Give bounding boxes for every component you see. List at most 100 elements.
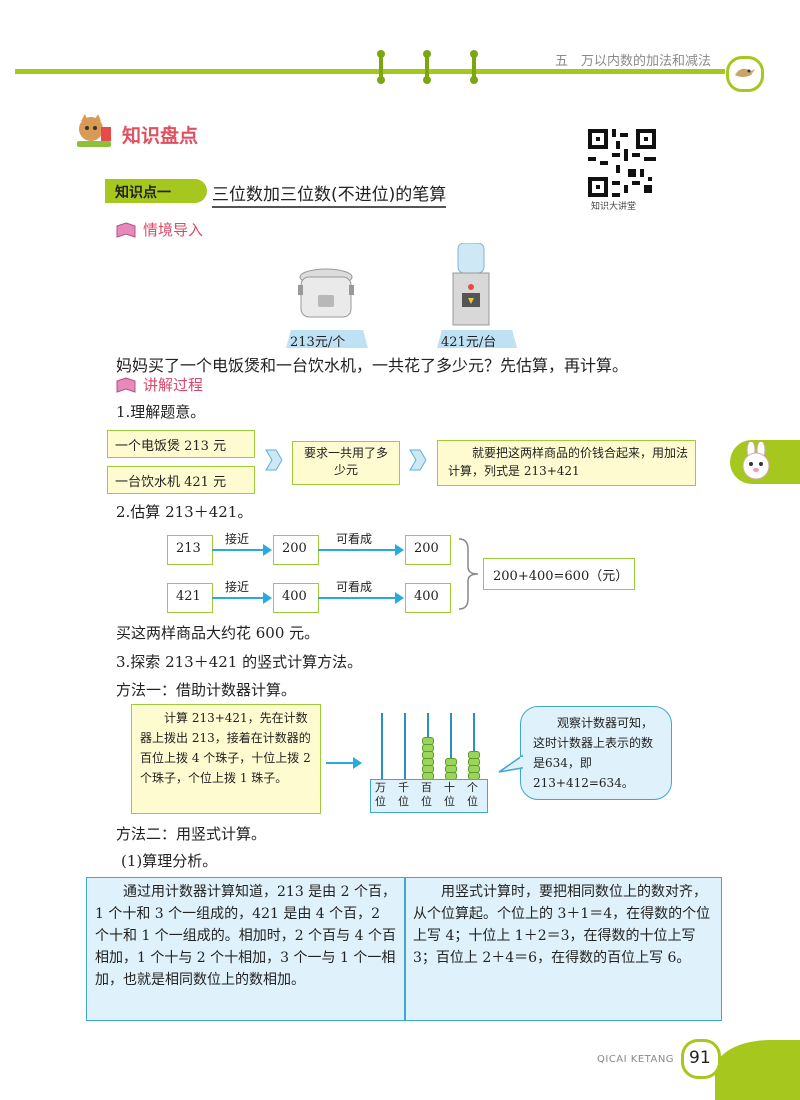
abacus: 万位 千位 百位 十位 个位 xyxy=(370,713,488,813)
analysis-title: (1)算理分析。 xyxy=(121,852,218,870)
knowledge-point-title: 三位数加三位数(不进位)的笔算 xyxy=(212,180,447,208)
est-box-400a: 400 xyxy=(273,583,319,613)
estimate-sum: 200+400=600（元） xyxy=(493,569,629,584)
est-start-1: 213 xyxy=(176,541,201,556)
knowledge-point-label-text: 知识点一 xyxy=(115,185,171,201)
step2-title: 2.估算 213＋421。 xyxy=(116,503,253,521)
abacus-rod-wan xyxy=(381,713,383,779)
near-label-2: 接近 xyxy=(225,580,250,594)
abacus-rod-qian xyxy=(404,713,406,779)
abacus-bead[interactable] xyxy=(468,758,480,766)
analysis-divider xyxy=(404,878,406,1020)
abacus-label-ge: 个位 xyxy=(467,781,478,808)
as-label-2: 可看成 xyxy=(336,580,373,594)
footer-swoosh xyxy=(715,1040,800,1100)
method1-title: 方法一：借助计数器计算。 xyxy=(116,681,297,699)
analysis-box: 通过用计数器计算知道，213 是由 2 个百，1 个十和 3 个一组成的，421… xyxy=(86,877,722,1021)
observe-bubble: 观察计数器可知，这时计数器上表示的数是634，即 213+412=634。 xyxy=(520,706,672,800)
est-result-1: 200 xyxy=(414,541,439,556)
abacus-bead[interactable] xyxy=(445,758,457,766)
fact-water-dispenser: 一台饮水机 421 元 xyxy=(107,466,255,494)
abacus-bead[interactable] xyxy=(445,765,457,773)
book-icon-2 xyxy=(116,377,136,393)
abacus-base xyxy=(370,779,488,813)
est-box-200b: 200 xyxy=(405,535,451,565)
scenario-question: 妈妈买了一个电饭煲和一台饮水机，一共花了多少元？先估算，再计算。 xyxy=(116,356,629,375)
answer-box: 就要把这两样商品的价钱合起来，用加法计算，列式是 213+421 xyxy=(437,440,696,486)
header-bar xyxy=(15,69,725,74)
water-dispenser-icon xyxy=(448,242,494,327)
side-tab xyxy=(730,440,800,484)
price-tag-rice-cooker: 213元/个 xyxy=(286,330,368,348)
step3-title: 3.探索 213＋421 的竖式计算方法。 xyxy=(116,653,363,671)
abacus-rod-shi xyxy=(450,713,452,779)
abacus-bead[interactable] xyxy=(422,758,434,766)
est-box-421: 421 xyxy=(167,583,213,613)
analysis-left-text: 通过用计数器计算知道，213 是由 2 个百，1 个十和 3 个一组成的，421… xyxy=(95,884,396,988)
abacus-rod-ge xyxy=(473,713,475,779)
arrow-right xyxy=(212,544,272,556)
price-water-dispenser: 421元/台 xyxy=(441,335,497,350)
header-pin-3 xyxy=(470,50,478,84)
header-pin-2 xyxy=(423,50,431,84)
answer-text: 就要把这两样商品的价钱合起来，用加法计算，列式是 213+421 xyxy=(448,446,689,478)
ask-text: 要求一共用了多少元 xyxy=(303,446,388,477)
chevron-right-icon xyxy=(408,448,428,472)
header-mascot-icon xyxy=(726,56,764,92)
price-tag-water-dispenser: 421元/台 xyxy=(437,330,517,348)
abacus-bead[interactable] xyxy=(468,751,480,759)
brace-icon xyxy=(456,537,482,611)
estimate-sum-box: 200+400=600（元） xyxy=(483,558,635,590)
page-number-badge: 91 xyxy=(681,1039,721,1079)
page-number: 91 xyxy=(689,1048,711,1068)
est-start-2: 421 xyxy=(176,589,201,604)
chapter-title: 五 万以内数的加法和减法 xyxy=(555,54,712,69)
est-result-2: 400 xyxy=(414,589,439,604)
step1-title: 1.理解题意。 xyxy=(116,403,206,421)
qr-caption: 知识大讲堂 xyxy=(591,202,637,212)
abacus-label-qian: 千位 xyxy=(398,781,409,808)
abacus-label-shi: 十位 xyxy=(444,781,455,808)
bubble-tail xyxy=(497,752,524,778)
abacus-label-wan: 万位 xyxy=(375,781,386,808)
knowledge-point-label: 知识点一 xyxy=(105,179,207,203)
est-approx-2: 400 xyxy=(282,589,307,604)
estimate-conclusion: 买这两样商品大约花 600 元。 xyxy=(116,624,320,642)
est-box-200a: 200 xyxy=(273,535,319,565)
counter-text: 计算 213+421，先在计数器上拨出 213，接着在计数器的百位上拨 4 个珠… xyxy=(140,711,311,785)
qr-code[interactable] xyxy=(588,129,656,197)
section-mascot-icon xyxy=(75,113,113,149)
fact-rice-cooker-text: 一个电饭煲 213 元 xyxy=(115,439,227,454)
abacus-bead[interactable] xyxy=(422,744,434,752)
est-box-213: 213 xyxy=(167,535,213,565)
as-label-1: 可看成 xyxy=(336,532,373,546)
near-label-1: 接近 xyxy=(225,532,250,546)
abacus-bead[interactable] xyxy=(422,751,434,759)
est-box-400b: 400 xyxy=(405,583,451,613)
book-icon xyxy=(116,222,136,238)
price-rice-cooker: 213元/个 xyxy=(290,335,346,350)
fact-rice-cooker: 一个电饭煲 213 元 xyxy=(107,430,255,458)
rabbit-icon xyxy=(736,440,776,482)
abacus-label-bai: 百位 xyxy=(421,781,432,808)
header-pin-1 xyxy=(377,50,385,84)
abacus-bead[interactable] xyxy=(422,765,434,773)
scenario-heading: 情境导入 xyxy=(143,221,204,239)
arrow-right xyxy=(318,544,404,556)
arrow-right xyxy=(318,592,404,604)
arrow-right xyxy=(212,592,272,604)
counter-text-box: 计算 213+421，先在计数器上拨出 213，接着在计数器的百位上拨 4 个珠… xyxy=(131,704,321,814)
method2-title: 方法二：用竖式计算。 xyxy=(116,825,267,843)
footer-brand: QICAI KETANG xyxy=(597,1054,675,1065)
analysis-right-text: 用竖式计算时，要把相同数位上的数对齐，从个位算起。个位上的 3＋1＝4，在得数的… xyxy=(413,884,711,966)
ask-box: 要求一共用了多少元 xyxy=(292,441,400,485)
arrow-right xyxy=(326,757,362,769)
est-approx-1: 200 xyxy=(282,541,307,556)
fact-water-dispenser-text: 一台饮水机 421 元 xyxy=(115,475,227,490)
section-title: 知识盘点 xyxy=(122,125,199,147)
abacus-bead[interactable] xyxy=(468,765,480,773)
abacus-bead[interactable] xyxy=(422,737,434,745)
explanation-heading: 讲解过程 xyxy=(143,376,204,394)
rice-cooker-icon xyxy=(295,265,357,325)
chevron-right-icon xyxy=(264,448,284,472)
